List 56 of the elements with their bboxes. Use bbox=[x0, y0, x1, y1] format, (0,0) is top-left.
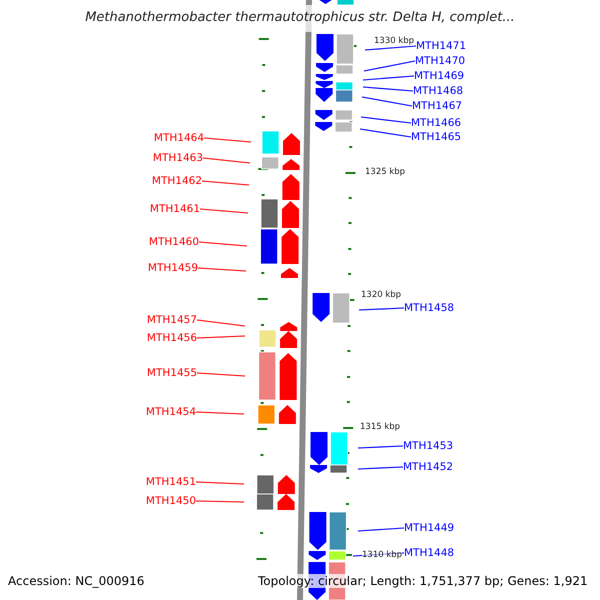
gene-label: MTH1464 bbox=[154, 132, 204, 144]
gene-label: MTH1465 bbox=[411, 131, 462, 143]
leader-line bbox=[198, 241, 248, 247]
gene-label: MTH1452 bbox=[403, 461, 454, 473]
leader-line bbox=[360, 128, 412, 138]
leader-line bbox=[200, 208, 248, 214]
gene-label: MTH1458 bbox=[404, 302, 454, 314]
leader-line bbox=[358, 445, 404, 449]
gene-label: MTH1462 bbox=[152, 175, 202, 187]
leader-line bbox=[364, 60, 416, 72]
gene-label: MTH1471 bbox=[416, 40, 466, 52]
leader-line bbox=[196, 500, 244, 503]
gene-label: MTH1469 bbox=[414, 70, 464, 82]
leader-line bbox=[196, 481, 244, 485]
gene-label: MTH1463 bbox=[152, 152, 203, 164]
gene-label: MTH1456 bbox=[146, 332, 197, 344]
leader-line bbox=[358, 307, 404, 311]
leader-line bbox=[196, 411, 244, 415]
leader-line bbox=[358, 466, 404, 470]
gene-label: MTH1453 bbox=[403, 440, 454, 452]
leader-line bbox=[352, 552, 404, 557]
gene-label: MTH1455 bbox=[146, 367, 197, 379]
leader-line bbox=[358, 527, 404, 532]
footer-text: Topology: circular; Length: 1,751,377 bp; Genes: 1,921 bbox=[258, 574, 588, 588]
gene-label: MTH1468 bbox=[413, 85, 464, 97]
gene-label: MTH1454 bbox=[146, 406, 196, 418]
leader-line bbox=[364, 45, 416, 51]
scale-label: 1310 kbp bbox=[362, 550, 402, 560]
gene-label: MTH1450 bbox=[146, 495, 196, 507]
leader-line bbox=[362, 75, 414, 81]
gene-label: MTH1457 bbox=[146, 314, 197, 326]
gene-label: MTH1460 bbox=[148, 236, 199, 248]
gene-label: MTH1459 bbox=[148, 262, 198, 274]
leader-line bbox=[196, 319, 246, 327]
gene-label: MTH1448 bbox=[404, 547, 454, 559]
scale-label: 1330 kbp bbox=[374, 36, 414, 46]
gene-label: MTH1461 bbox=[150, 203, 200, 215]
leader-line bbox=[202, 180, 250, 186]
scale-label: 1315 kbp bbox=[360, 422, 400, 432]
leader-line bbox=[202, 157, 250, 164]
scale-label: 1320 kbp bbox=[361, 290, 402, 300]
gene-label: MTH1466 bbox=[411, 117, 462, 129]
scale-label: 1325 kbp bbox=[365, 167, 406, 177]
leader-line bbox=[204, 137, 252, 143]
leader-line bbox=[196, 372, 246, 377]
gene-label: MTH1451 bbox=[146, 476, 196, 488]
leader-line bbox=[196, 335, 246, 339]
gene-label: MTH1467 bbox=[412, 100, 462, 112]
gene-label: MTH1470 bbox=[415, 55, 466, 67]
leader-line bbox=[360, 116, 412, 124]
gene-label: MTH1449 bbox=[404, 522, 454, 534]
leader-line bbox=[362, 86, 414, 92]
footer-text: Accession: NC_000916 bbox=[8, 574, 144, 588]
leader-line bbox=[198, 267, 246, 272]
genome-title: Methanothermobacter thermautotrophicus str. Delta H, complet... bbox=[84, 10, 516, 25]
leader-line bbox=[362, 96, 412, 107]
